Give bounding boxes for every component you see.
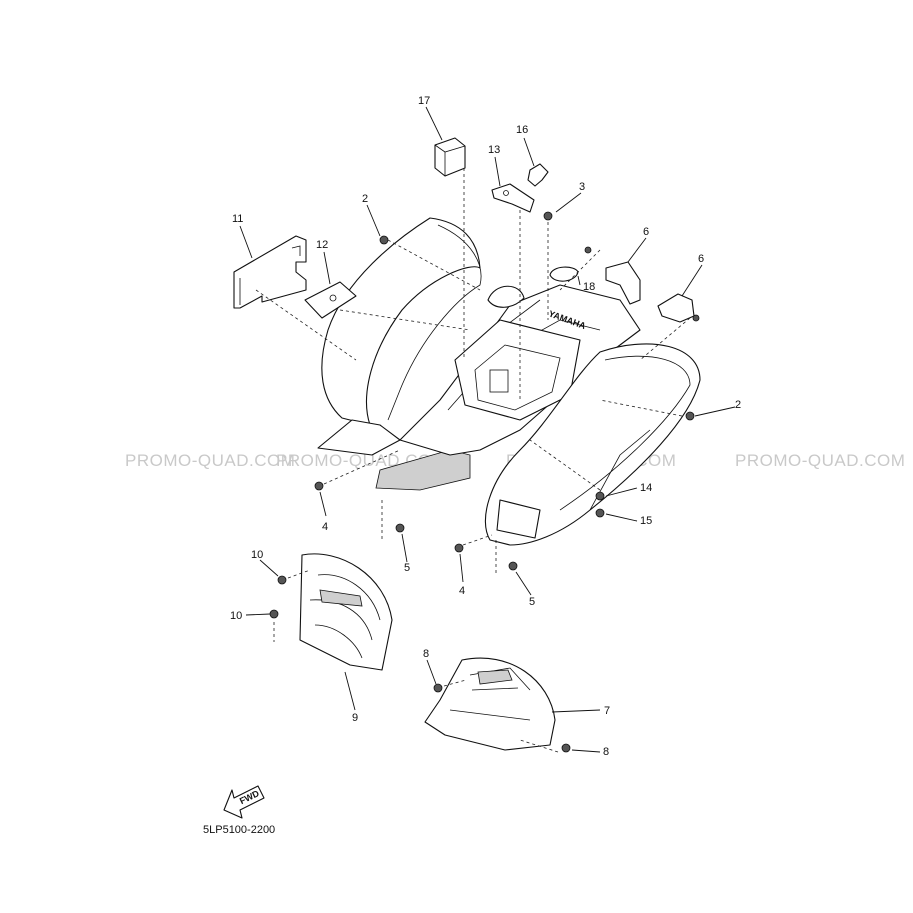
- callout-2: 2: [362, 193, 368, 205]
- assembly-lines: [255, 168, 691, 753]
- callout-14: 14: [640, 482, 652, 494]
- callout-15: 15: [640, 515, 652, 527]
- part-18: [549, 266, 579, 282]
- fwd-arrow-icon: FWD: [223, 785, 265, 819]
- callout-13: 13: [488, 144, 500, 156]
- callout-4: 4: [459, 585, 465, 597]
- part-6-b: [657, 293, 700, 323]
- callout-16: 16: [516, 124, 528, 136]
- watermark-text: PROMO-QUAD.COM: [125, 451, 295, 470]
- callout-10: 10: [251, 549, 263, 561]
- callout-8: 8: [423, 648, 429, 660]
- callout-5: 5: [404, 562, 410, 574]
- diagram-code: 5LP5100-2200: [203, 824, 275, 836]
- callout-12: 12: [316, 239, 328, 251]
- callout-4: 4: [322, 521, 328, 533]
- part-6-a: [584, 246, 641, 305]
- callout-6: 6: [643, 226, 649, 238]
- part-12: [304, 281, 357, 319]
- part-11: [233, 235, 307, 309]
- part-13: [491, 183, 535, 213]
- callouts: 17 16 13 3 2 11 12 6 6 18 2 14 15 4 5 4 …: [230, 95, 741, 758]
- callout-2: 2: [735, 399, 741, 411]
- part-7: [424, 657, 556, 751]
- callout-6: 6: [698, 253, 704, 265]
- part-9: [299, 553, 393, 671]
- callout-11: 11: [232, 213, 243, 225]
- callout-18: 18: [583, 281, 595, 293]
- callout-8: 8: [603, 746, 609, 758]
- watermark-text: PROMO-QUAD.COM: [735, 451, 905, 470]
- callout-17: 17: [418, 95, 430, 107]
- callout-5: 5: [529, 596, 535, 608]
- callout-9: 9: [352, 712, 358, 724]
- callout-7: 7: [604, 705, 610, 717]
- callout-10: 10: [230, 610, 242, 622]
- part-17: [434, 137, 466, 177]
- fasteners: [269, 211, 695, 753]
- rear-fender: YAMAHA: [317, 217, 701, 546]
- callout-3: 3: [579, 181, 585, 193]
- part-16: [527, 163, 549, 187]
- leader-lines: [239, 106, 736, 753]
